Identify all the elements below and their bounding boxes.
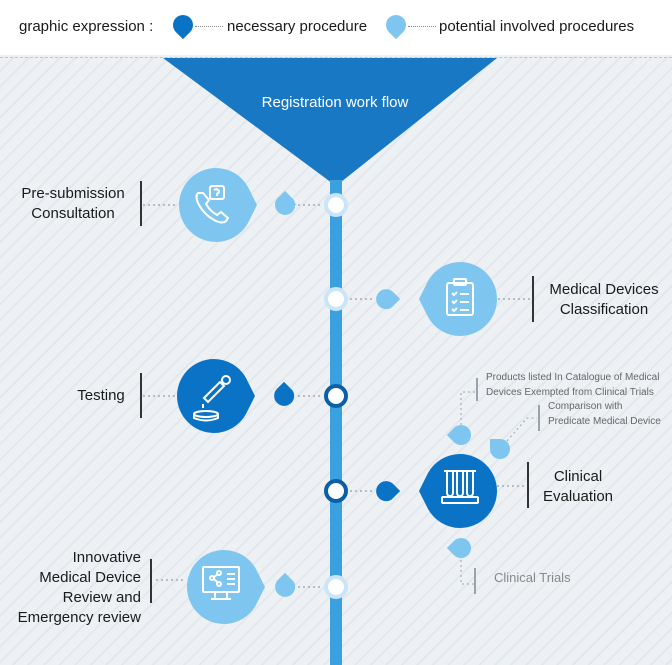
label-line: Consultation	[31, 205, 115, 222]
monitor-network-icon	[202, 566, 240, 600]
label-bar	[532, 276, 534, 322]
label-bar	[527, 462, 529, 508]
spine-node	[324, 193, 348, 217]
label-line: Pre-submission	[21, 185, 125, 202]
label-line: Predicate Medical Device	[548, 416, 661, 427]
step-presubmission	[143, 168, 348, 242]
label-line: Comparison with	[548, 401, 623, 412]
testing-label: Testing	[77, 387, 125, 404]
predicate-comparison-label: Comparison with Predicate Medical Device	[548, 399, 661, 429]
legend-separator	[0, 57, 672, 58]
clinical-evaluation-label: Clinical Evaluation	[536, 467, 620, 507]
option-bar	[476, 378, 478, 401]
option-bar	[538, 405, 540, 431]
potential-drop-icon	[446, 425, 471, 445]
label-line: Medical Device	[39, 569, 141, 586]
label-line: Evaluation	[542, 488, 614, 505]
potential-drop-icon	[275, 190, 296, 215]
potential-drop-icon	[446, 537, 471, 558]
spine-node	[324, 575, 348, 599]
clipboard-badge	[419, 262, 497, 336]
legend-dotted-line	[195, 26, 223, 27]
step-testing	[143, 359, 348, 433]
label-line: Classification	[559, 301, 649, 318]
step-innovative	[156, 550, 348, 624]
label-bar	[140, 373, 142, 418]
label-line: Review and	[62, 589, 141, 606]
option-bar	[474, 568, 476, 594]
label-line: Emergency review	[17, 609, 141, 626]
catalogue-exemption-label: Products listed In Catalogue of Medical …	[486, 370, 659, 400]
potential-drop-icon	[376, 289, 401, 310]
spine-node	[324, 384, 348, 408]
phone-question-badge	[179, 168, 257, 242]
legend-dotted-line	[408, 26, 436, 27]
funnel-title: Registration work flow	[261, 94, 409, 111]
label-bar	[140, 181, 142, 226]
label-line: Products listed In Catalogue of Medical	[486, 372, 660, 383]
label-line: Clinical	[553, 468, 603, 485]
phone-question-icon	[195, 185, 230, 224]
label-bar	[150, 559, 152, 603]
classification-label: Medical Devices Classification	[541, 280, 667, 320]
dropper-badge	[177, 359, 255, 433]
spine-node	[324, 287, 348, 311]
step-clinical	[324, 391, 537, 585]
necessary-drop-icon	[376, 481, 401, 502]
funnel-shape	[163, 58, 497, 186]
necessary-drop-icon	[274, 381, 295, 406]
legend-bar: graphic expression : necessary procedure…	[0, 0, 672, 55]
monitor-badge	[186, 550, 265, 624]
label-line: Medical Devices	[549, 281, 659, 298]
potential-drop-icon	[275, 572, 296, 597]
innovative-label: Innovative Medical Device Review and Eme…	[4, 548, 141, 628]
legend-potential: potential involved procedures	[439, 18, 635, 35]
spine-node	[324, 479, 348, 503]
step-classification	[324, 262, 530, 336]
label-line: Innovative	[72, 549, 141, 566]
label-line: Devices Exempted from Clinical Trials	[486, 387, 654, 398]
dropper-dish-icon	[193, 375, 231, 422]
test-tubes-icon	[441, 470, 479, 504]
clipboard-checklist-icon	[446, 278, 474, 316]
clinical-trials-label: Clinical Trials	[494, 570, 571, 585]
presubmission-label: Pre-submission Consultation	[14, 184, 132, 224]
potential-drop-icon	[490, 439, 510, 459]
legend-prefix: graphic expression :	[19, 18, 154, 35]
legend-necessary: necessary procedure	[227, 18, 368, 35]
